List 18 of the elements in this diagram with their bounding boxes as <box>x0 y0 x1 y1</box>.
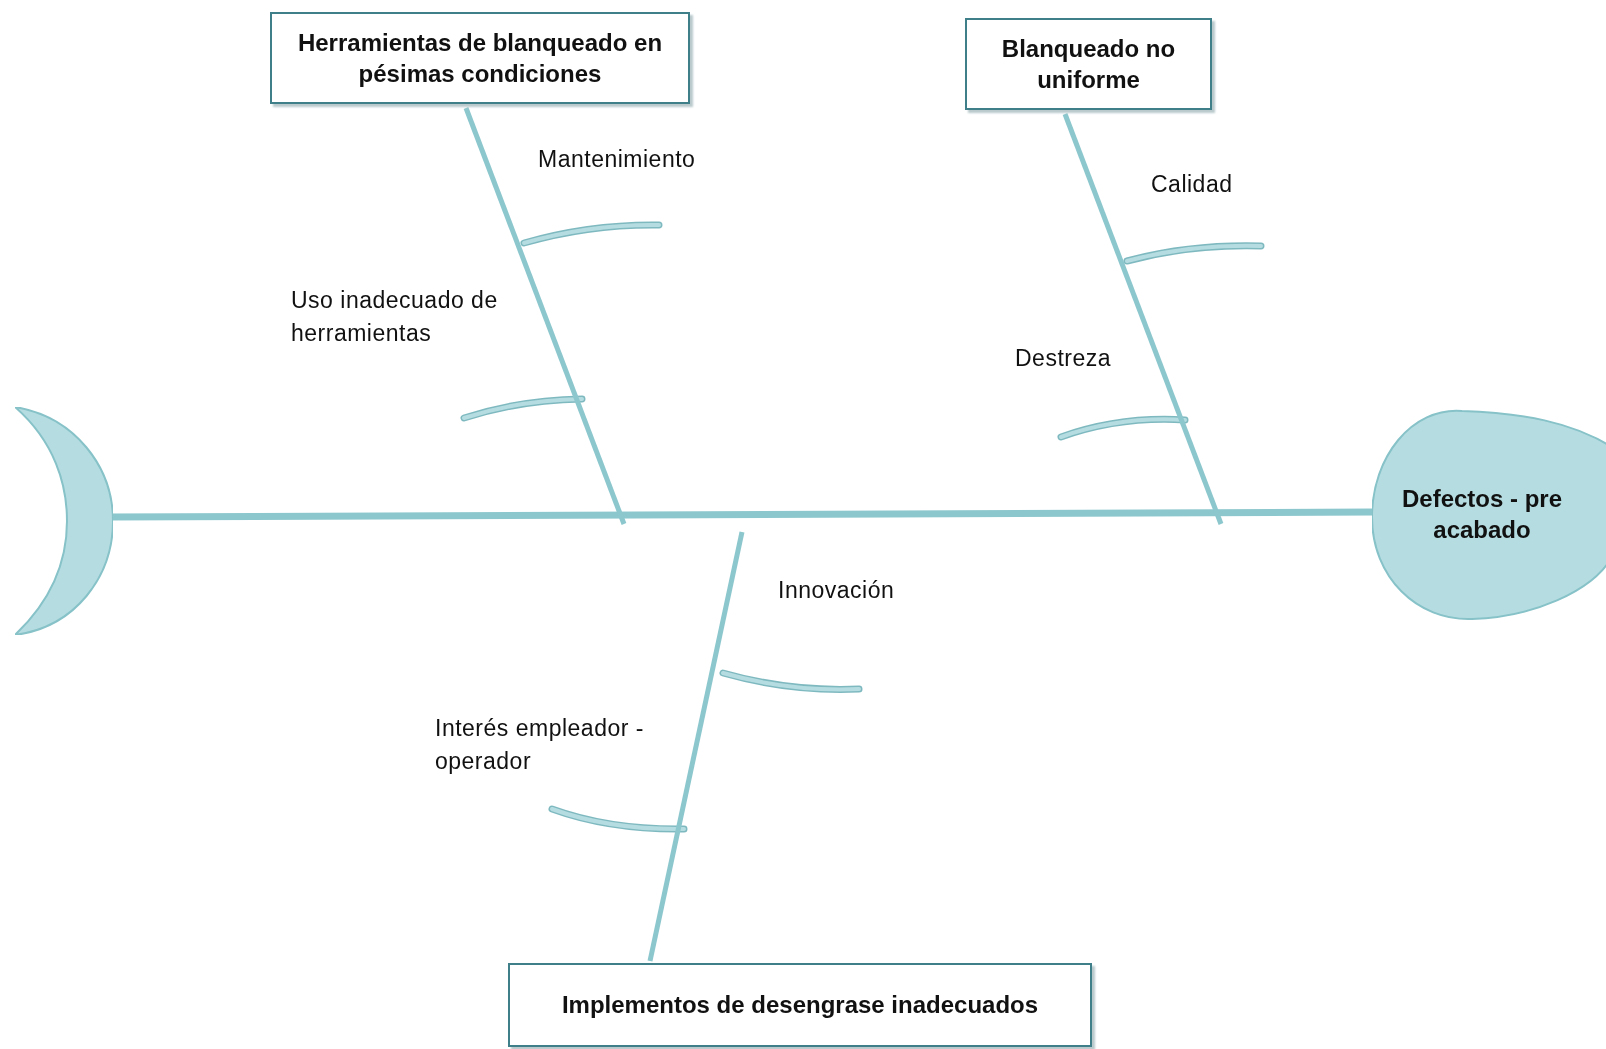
cause-label: Uso inadecuado de herramientas <box>291 286 499 349</box>
cause-label: Calidad <box>1151 170 1233 199</box>
node-label: Herramientas de blanqueado en pésimas condiciones <box>296 27 664 89</box>
cause-label: Destreza <box>1015 344 1112 373</box>
node-label: Blanqueado no uniforme <box>1000 33 1177 95</box>
fish-tail-shape <box>15 407 113 635</box>
cause-label: Interés empleador - operador <box>435 714 645 777</box>
node-label: Defectos - pre acabado <box>1400 483 1563 545</box>
cause-label: Innovación <box>778 576 895 605</box>
category-box <box>270 12 690 104</box>
category-box <box>965 18 1212 110</box>
fish-bone <box>647 531 745 962</box>
category-box <box>508 963 1092 1047</box>
fish-head-shape <box>1372 407 1606 621</box>
cause-label: Mantenimiento <box>538 145 696 174</box>
node-label: Implementos de desengrase inadecuados <box>561 990 1039 1021</box>
fish-bone <box>1062 113 1224 525</box>
fish-bone <box>463 107 627 525</box>
